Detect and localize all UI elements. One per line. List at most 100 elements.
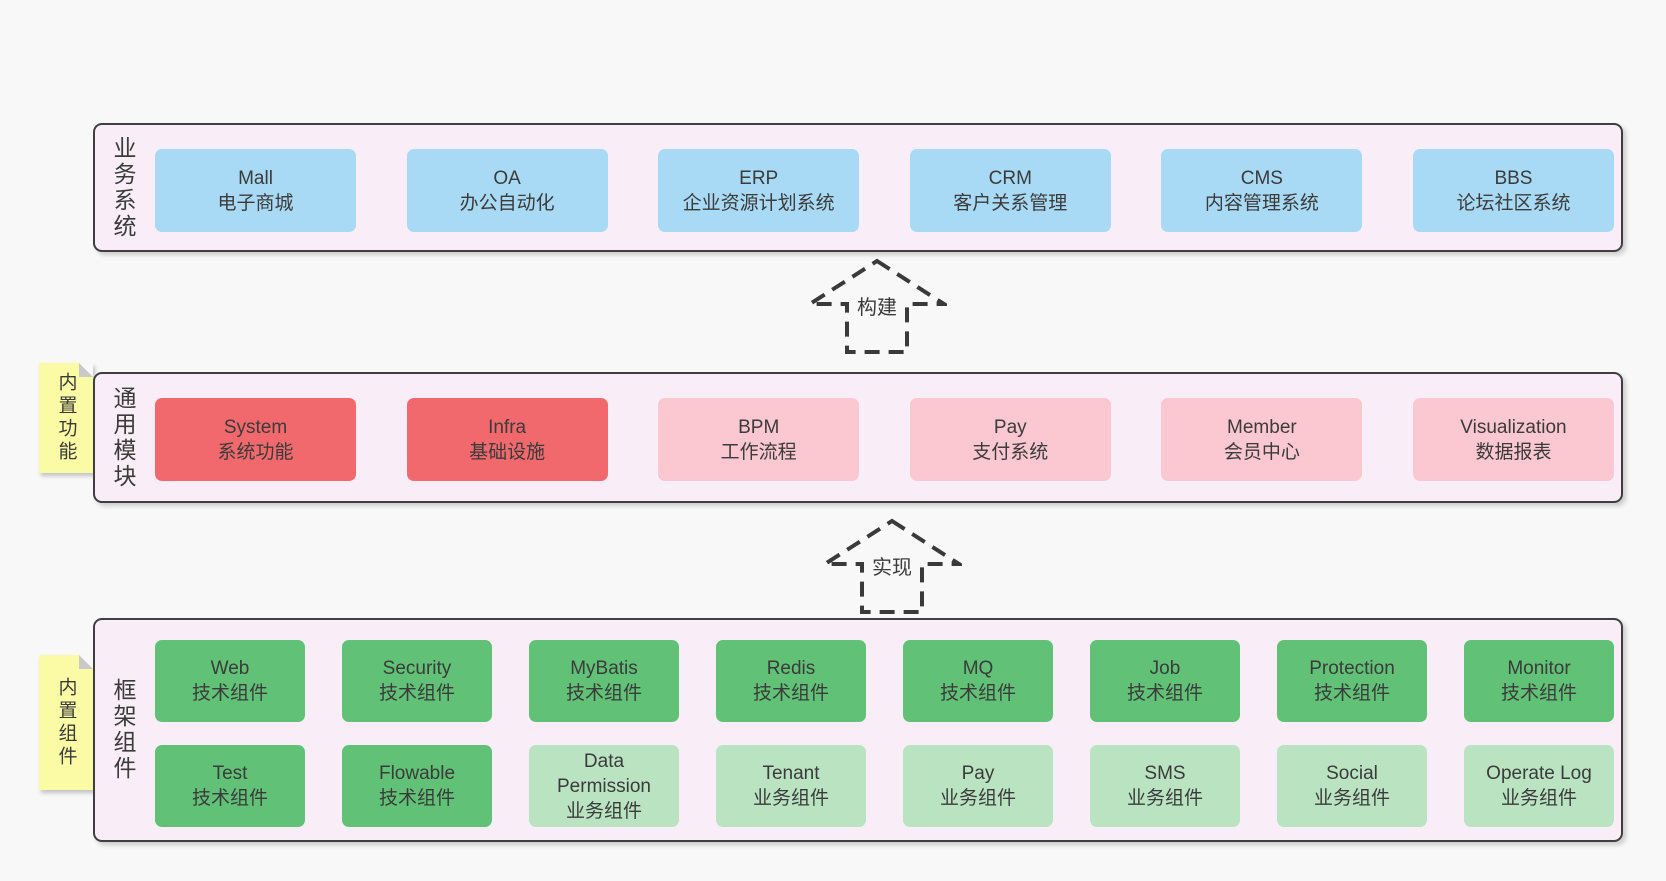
box-crm: CRM 客户关系管理 [909, 149, 1111, 232]
module-subtitle: 业务组件 [939, 788, 1016, 809]
module-subtitle: 技术组件 [752, 683, 829, 704]
module-name: Member [1227, 416, 1297, 438]
box-redis: Redis 技术组件 [716, 640, 866, 722]
module-name: Test [212, 763, 248, 784]
sticky-fold-corner [79, 363, 93, 377]
module-subtitle: 企业资源计划系统 [682, 192, 835, 214]
box-security: Security 技术组件 [342, 640, 492, 722]
module-subtitle: 技术组件 [378, 683, 455, 704]
arrow-label: 构建 [854, 291, 900, 320]
module-subtitle: 电子商城 [217, 192, 294, 214]
module-name: Web [210, 658, 250, 679]
module-name: Redis [766, 658, 816, 679]
box-pay: Pay 支付系统 [909, 398, 1111, 481]
box-operate-log: Operate Log 业务组件 [1464, 745, 1614, 827]
box-visualization: Visualization 数据报表 [1412, 398, 1614, 481]
module-subtitle: 技术组件 [1500, 683, 1577, 704]
module-subtitle: 支付系统 [972, 441, 1049, 463]
box-test: Test 技术组件 [155, 745, 305, 827]
module-name: System [223, 416, 288, 438]
layer-label: 框架组件 [110, 678, 136, 782]
module-subtitle: 技术组件 [1313, 683, 1390, 704]
module-name: Infra [488, 416, 527, 438]
box-pay-business: Pay 业务组件 [903, 745, 1053, 827]
module-subtitle: 业务组件 [752, 788, 829, 809]
sticky-fold-corner [79, 655, 93, 669]
module-subtitle: 技术组件 [1126, 683, 1203, 704]
module-subtitle: 会员中心 [1223, 441, 1300, 463]
box-flowable: Flowable 技术组件 [342, 745, 492, 827]
module-subtitle: 系统功能 [217, 441, 294, 463]
box-bpm: BPM 工作流程 [658, 398, 860, 481]
module-name: Visualization [1460, 416, 1567, 438]
module-name: OA [493, 167, 521, 189]
module-name: Tenant [762, 763, 820, 784]
box-cms: CMS 内容管理系统 [1161, 149, 1363, 232]
box-oa: OA 办公自动化 [406, 149, 608, 232]
module-name: Operate Log [1486, 763, 1592, 784]
module-name: Data Permission [557, 750, 651, 797]
layer-business-systems: 业务系统 Mall 电子商城 OA 办公自动化 ERP 企业资源计划系统 CRM… [93, 123, 1623, 252]
box-job: Job 技术组件 [1090, 640, 1240, 722]
box-protection: Protection 技术组件 [1277, 640, 1427, 722]
module-subtitle: 技术组件 [939, 683, 1016, 704]
framework-components-row-2: Test 技术组件 Flowable 技术组件 Data Permission … [155, 745, 1614, 827]
module-name: Security [382, 658, 452, 679]
module-name: Mall [238, 167, 273, 189]
module-name: BPM [738, 416, 780, 438]
module-subtitle: 业务组件 [1313, 788, 1390, 809]
business-systems-row: Mall 电子商城 OA 办公自动化 ERP 企业资源计划系统 CRM 客户关系… [155, 149, 1614, 232]
module-name: MyBatis [570, 658, 638, 679]
box-tenant: Tenant 业务组件 [716, 745, 866, 827]
box-mq: MQ 技术组件 [903, 640, 1053, 722]
box-web: Web 技术组件 [155, 640, 305, 722]
module-subtitle: 基础设施 [469, 441, 546, 463]
module-name: Job [1149, 658, 1181, 679]
module-subtitle: 数据报表 [1475, 441, 1552, 463]
box-data-permission: Data Permission 业务组件 [529, 745, 679, 827]
module-subtitle: 业务组件 [1126, 788, 1203, 809]
box-sms: SMS 业务组件 [1090, 745, 1240, 827]
module-name: SMS [1144, 763, 1186, 784]
sticky-built-in-components: 内置组件 [39, 655, 93, 790]
arrow-label: 实现 [869, 551, 915, 580]
box-mall: Mall 电子商城 [155, 149, 356, 232]
up-arrow-icon [807, 258, 947, 354]
box-system: System 系统功能 [155, 398, 356, 481]
module-name: Monitor [1507, 658, 1571, 679]
module-name: CRM [988, 167, 1032, 189]
arrow-implement: 实现 [822, 518, 962, 615]
layer-label: 通用模块 [110, 385, 136, 490]
module-name: ERP [739, 167, 779, 189]
layer-common-modules: 通用模块 System 系统功能 Infra 基础设施 BPM 工作流程 Pay… [93, 372, 1623, 503]
layer-framework-components: 框架组件 Web 技术组件 Security 技术组件 MyBatis 技术组件… [93, 618, 1623, 842]
sticky-built-in-features: 内置功能 [39, 363, 93, 473]
module-name: Pay [961, 763, 995, 784]
module-name: CMS [1240, 167, 1283, 189]
box-monitor: Monitor 技术组件 [1464, 640, 1614, 722]
module-name: Protection [1309, 658, 1395, 679]
box-bbs: BBS 论坛社区系统 [1412, 149, 1614, 232]
module-name: Social [1326, 763, 1378, 784]
module-subtitle: 论坛社区系统 [1456, 192, 1571, 214]
layer-label: 业务系统 [110, 135, 136, 240]
sticky-label: 内置功能 [55, 372, 77, 464]
module-subtitle: 工作流程 [720, 441, 797, 463]
module-name: Flowable [378, 763, 456, 784]
module-subtitle: 业务组件 [1500, 788, 1577, 809]
module-name: MQ [962, 658, 994, 679]
module-name: BBS [1494, 167, 1533, 189]
module-subtitle: 业务组件 [565, 800, 642, 822]
framework-components-row-1: Web 技术组件 Security 技术组件 MyBatis 技术组件 Redi… [155, 640, 1614, 722]
sticky-label: 内置组件 [55, 676, 77, 769]
module-subtitle: 技术组件 [191, 788, 268, 809]
box-member: Member 会员中心 [1161, 398, 1363, 481]
module-subtitle: 办公自动化 [459, 192, 555, 214]
module-subtitle: 技术组件 [378, 788, 455, 809]
module-subtitle: 内容管理系统 [1204, 192, 1319, 214]
box-erp: ERP 企业资源计划系统 [658, 149, 860, 232]
module-subtitle: 技术组件 [565, 683, 642, 704]
up-arrow-icon [822, 518, 962, 614]
box-infra: Infra 基础设施 [406, 398, 608, 481]
